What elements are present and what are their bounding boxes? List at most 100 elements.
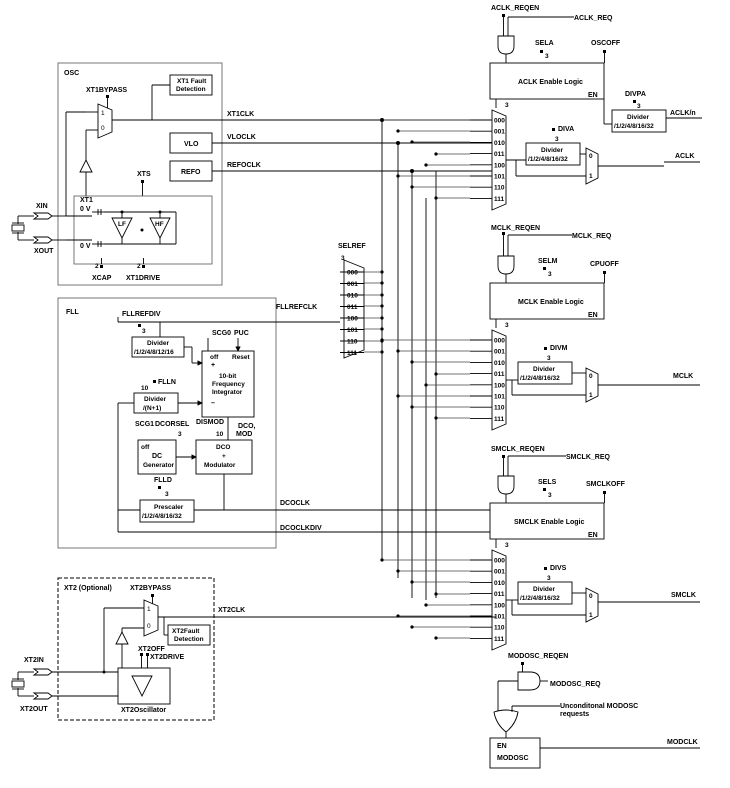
mclk-mux-input-010: 010 <box>494 360 505 367</box>
selref-mux-input-000: 000 <box>347 270 358 277</box>
mclk-mux-input-011: 011 <box>494 371 505 378</box>
refo-label: REFO <box>181 169 201 176</box>
integrator-label-3: Integrator <box>212 389 243 396</box>
osc-group: OSC XT1BYPASS 1 0 XT1 Fault Detection XT… <box>11 62 261 286</box>
xts-label: XTS <box>137 171 151 178</box>
selref-mux-input-101: 101 <box>347 327 358 334</box>
aclk-n-divider-vals: /1/2/4/8/16/32 <box>614 123 654 130</box>
aclk-req-and-gate <box>497 35 515 55</box>
selm-three: 3 <box>548 271 552 278</box>
aclk-n-divider-box <box>611 109 667 133</box>
integrator-label-2: Frequency <box>212 381 245 388</box>
puc-label: PUC <box>234 330 249 337</box>
xt1-mux-0: 0 <box>101 125 105 132</box>
aclk-mux-three: 3 <box>505 102 509 109</box>
divpa-label: DIVPA <box>625 91 646 98</box>
mclk-mux-0: 0 <box>589 373 593 380</box>
dco-mod-label-2: MOD <box>236 431 252 438</box>
refoclk-label: REFOCLK <box>227 162 261 169</box>
mclk-en-label: EN <box>588 312 598 319</box>
aclk-enable-label: ACLK Enable Logic <box>518 79 583 86</box>
prescaler-vals: /1/2/4/8/16/32 <box>142 513 182 520</box>
selref-mux-input-100: 100 <box>347 316 358 323</box>
divpa-three: 3 <box>637 103 641 110</box>
clock-bus-junction <box>410 625 414 629</box>
xcap-label: XCAP <box>92 275 112 282</box>
xt1-fault-label-2: Detection <box>176 86 206 93</box>
selref-mux-input-010: 010 <box>347 293 358 300</box>
smclk-mux-input-001: 001 <box>494 569 505 576</box>
scg1-label: SCG1 <box>135 421 154 428</box>
clock-bus-junction <box>396 349 400 353</box>
aclk-mux-input-111: 111 <box>494 196 505 203</box>
xt1-buffer <box>79 158 93 173</box>
aclk-reqen-label: ACLK_REQEN <box>491 5 539 12</box>
aclk-select-mux <box>491 109 507 211</box>
mclk-mux-input-101: 101 <box>494 394 505 401</box>
clock-bus-junction <box>380 327 384 331</box>
clock-bus-junction <box>424 163 428 167</box>
aclk-enable-logic-box <box>489 62 605 100</box>
fllrefclk-label: FLLREFCLK <box>276 304 317 311</box>
xt1-oscillator-frame <box>73 195 213 265</box>
clock-bus-junction <box>396 614 400 618</box>
xout-label: XOUT <box>34 248 54 255</box>
smclk-divider-title: Divider <box>533 586 556 593</box>
clock-bus-junction <box>380 304 384 308</box>
clock-bus-junction <box>410 185 414 189</box>
mclk-mux-input-111: 111 <box>494 416 505 423</box>
xt1-bypass-mux <box>97 103 113 139</box>
mclk-mux-input-110: 110 <box>494 405 505 412</box>
smclk-mux-input-110: 110 <box>494 625 505 632</box>
n-divider-vals: /(N+1) <box>143 405 161 412</box>
xt2-crystal <box>11 680 25 688</box>
integrator-label-1: 10-bit <box>219 373 237 380</box>
smclk-enable-logic-box <box>489 502 605 540</box>
aclk-divider-vals: /1/2/4/8/16/32 <box>528 156 568 163</box>
selref-three: 3 <box>341 255 345 262</box>
zero-v-bot-label: 0 V <box>80 243 91 250</box>
fllrefdiv-label: FLLREFDIV <box>122 311 161 318</box>
smclkoff-label: SMCLKOFF <box>586 481 626 488</box>
xt1-fault-label-1: XT1 Fault <box>177 78 207 85</box>
mclk-mux-input-001: 001 <box>494 349 505 356</box>
dco-label-3: Modulator <box>204 462 236 469</box>
aclk-group: ACLK_REQEN ACLK_REQ SELA 3 OSCOFF ACLK E… <box>470 5 702 211</box>
aclk-mux-input-001: 001 <box>494 129 505 136</box>
clock-bus-junction <box>434 416 438 420</box>
clock-bus-junction <box>380 293 384 297</box>
dco-modulator-box <box>195 439 253 475</box>
aclk-mux-input-010: 010 <box>494 140 505 147</box>
clock-bus-junction <box>424 603 428 607</box>
aclk-divider-title: Divider <box>541 147 564 154</box>
aclk-mux-input-101: 101 <box>494 174 505 181</box>
dc-generator-box <box>137 439 177 475</box>
selref-mux <box>343 259 365 359</box>
xt1-label: XT1 <box>80 197 93 204</box>
dco-label-1: DCO <box>216 444 230 451</box>
sela-label: SELA <box>535 40 554 47</box>
aclk-mux-1: 1 <box>589 173 593 180</box>
xt1-mux-1: 1 <box>101 110 105 117</box>
smclk-divider-vals: /1/2/4/8/16/32 <box>520 595 560 602</box>
smclk-mux-0: 0 <box>589 593 593 600</box>
dco-mod-label-1: DCO, <box>238 423 256 430</box>
xin-label: XIN <box>36 203 48 210</box>
dco-label-2: + <box>222 453 226 460</box>
dco-ten: 10 <box>216 431 224 438</box>
xin-pin <box>32 212 53 220</box>
mclk-mux-input-000: 000 <box>494 338 505 345</box>
xt2-fault-label-2: Detection <box>174 636 204 643</box>
flln-ten: 10 <box>141 385 149 392</box>
prescaler-title: Prescaler <box>154 504 184 511</box>
smclk-mux-1: 1 <box>589 612 593 619</box>
modosc-group: MODOSC_REQEN MODOSC_REQ Unconditonal MOD… <box>489 653 700 769</box>
flln-label: FLLN <box>158 379 176 386</box>
modclk-out-label: MODCLK <box>667 739 698 746</box>
integrator-minus: – <box>211 400 215 407</box>
integrator-reset: Reset <box>232 354 251 361</box>
aclk-en-label: EN <box>588 92 598 99</box>
smclk-mux-input-100: 100 <box>494 602 505 609</box>
xt2in-pin <box>32 668 53 676</box>
